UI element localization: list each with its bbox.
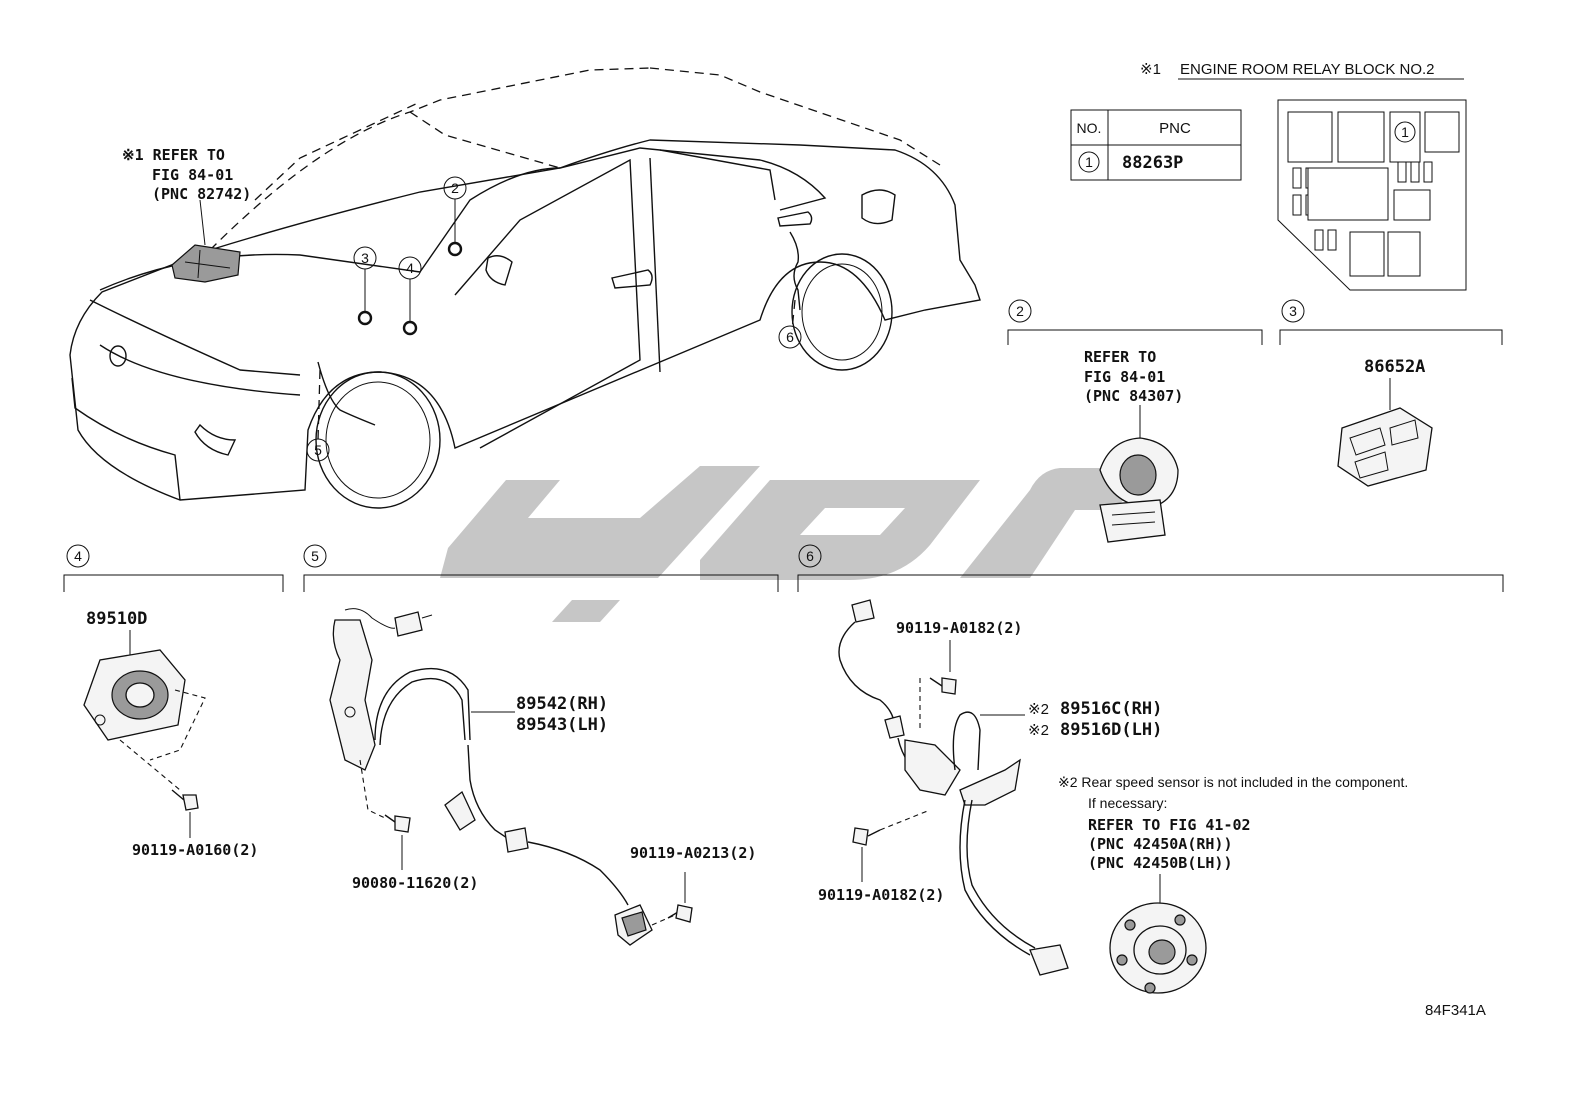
bolt-top-90119-A0182 bbox=[929, 677, 957, 695]
rear-speed-sensor bbox=[838, 599, 1069, 976]
svg-text:※1: ※1 bbox=[1140, 61, 1161, 78]
table-row-no: 1 bbox=[1085, 154, 1093, 170]
part-89516C-rh: 89516C(RH) bbox=[1060, 699, 1162, 719]
section2-refer-line1: REFER TO bbox=[1084, 348, 1156, 366]
bolt-label-top-90119-A0182: 90119-A0182(2) bbox=[896, 619, 1022, 637]
note-refer-line1: REFER TO FIG 41-02 bbox=[1088, 816, 1251, 834]
svg-text:6: 6 bbox=[786, 329, 794, 345]
table-row-pnc: 88263P bbox=[1122, 153, 1183, 173]
car-illustration bbox=[69, 67, 981, 509]
part-89516D-lh: 89516D(LH) bbox=[1060, 720, 1162, 740]
refer-note-line1: ※1 REFER TO bbox=[122, 146, 225, 164]
svg-text:4: 4 bbox=[406, 260, 414, 276]
pnc-table: NO. PNC 1 88263P bbox=[1070, 109, 1242, 181]
section-4-header: 4 bbox=[63, 544, 284, 592]
section2-refer-line3: (PNC 84307) bbox=[1084, 387, 1183, 405]
part-89543-lh: 89543(LH) bbox=[516, 715, 608, 735]
mark-89516C: ※2 bbox=[1028, 701, 1049, 718]
callout-4[interactable]: 4 bbox=[398, 256, 422, 336]
section2-refer-line2: FIG 84-01 bbox=[1084, 368, 1165, 386]
svg-text:2: 2 bbox=[1016, 303, 1024, 319]
refer-note-line3: (PNC 82742) bbox=[152, 185, 251, 203]
svg-text:5: 5 bbox=[314, 442, 322, 458]
callout-6[interactable]: 6 bbox=[778, 325, 802, 349]
callout-3[interactable]: 3 bbox=[353, 246, 377, 326]
bolt-label-90080-11620: 90080-11620(2) bbox=[352, 874, 478, 892]
callout-2[interactable]: 2 bbox=[443, 176, 467, 257]
figure-code: 84F341A bbox=[1425, 1002, 1486, 1019]
section-2-header: 2 bbox=[1007, 299, 1263, 345]
front-speed-sensor bbox=[329, 608, 653, 946]
relay-unit bbox=[1337, 407, 1433, 487]
bolt-90119-A0213 bbox=[667, 904, 693, 923]
relay-callout-1: 1 bbox=[1401, 124, 1409, 140]
bolt-bottom-90119-A0182 bbox=[852, 827, 881, 846]
note-line1: ※2 Rear speed sensor is not included in … bbox=[1058, 774, 1408, 790]
svg-text:6: 6 bbox=[806, 548, 814, 564]
bolt-label-90119-A0213: 90119-A0213(2) bbox=[630, 844, 756, 862]
svg-text:3: 3 bbox=[1289, 303, 1297, 319]
mark-89516D: ※2 bbox=[1028, 722, 1049, 739]
svg-text:3: 3 bbox=[361, 250, 369, 266]
section-6-header: 6 bbox=[797, 544, 1504, 592]
bolt-label-bottom-90119-A0182: 90119-A0182(2) bbox=[818, 886, 944, 904]
bolt-90080-11620 bbox=[384, 814, 411, 833]
section-5-header: 5 bbox=[303, 544, 779, 592]
note-refer-line2: (PNC 42450A(RH)) bbox=[1088, 835, 1233, 853]
callout-5[interactable]: 5 bbox=[306, 438, 330, 462]
section-3-header: 3 bbox=[1279, 299, 1503, 345]
watermark-logo bbox=[440, 466, 1150, 622]
table-header-no: NO. bbox=[1077, 120, 1102, 136]
part-89510D: 89510D bbox=[86, 609, 147, 629]
table-header-pnc: PNC bbox=[1159, 120, 1191, 137]
bolt-label-90119-A0160: 90119-A0160(2) bbox=[132, 841, 258, 859]
part-89542-rh: 89542(RH) bbox=[516, 694, 608, 714]
bolt-90119-A0160 bbox=[171, 789, 199, 811]
note-line2: If necessary: bbox=[1088, 795, 1167, 811]
refer-note-line2: FIG 84-01 bbox=[152, 166, 233, 184]
svg-text:4: 4 bbox=[74, 548, 82, 564]
svg-text:5: 5 bbox=[311, 548, 319, 564]
yaw-rate-sensor bbox=[1099, 437, 1179, 543]
note-refer-line3: (PNC 42450B(LH)) bbox=[1088, 854, 1233, 872]
svg-text:2: 2 bbox=[451, 180, 459, 196]
relay-block-diagram: 1 bbox=[1277, 99, 1467, 291]
hub-bearing bbox=[1109, 902, 1207, 994]
svg-text:ENGINE ROOM RELAY BLOCK NO.2: ENGINE ROOM RELAY BLOCK NO.2 bbox=[1180, 61, 1435, 78]
sensor-89510D bbox=[83, 649, 206, 791]
relay-block-title: ※1 ENGINE ROOM RELAY BLOCK NO.2 bbox=[1140, 61, 1464, 80]
part-86652A: 86652A bbox=[1364, 357, 1425, 377]
